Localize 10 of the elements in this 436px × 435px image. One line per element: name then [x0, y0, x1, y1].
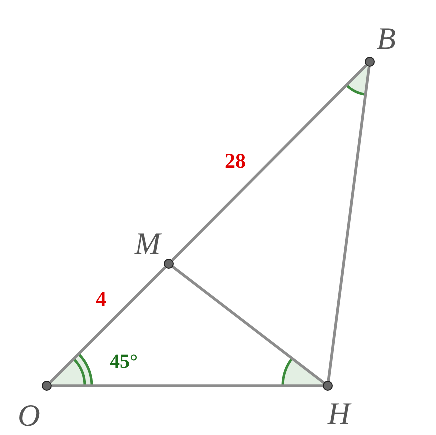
line-segment	[52, 384, 323, 388]
line-segment	[327, 66, 371, 382]
point-label: H	[328, 398, 350, 429]
angle-label: 45°	[110, 352, 138, 372]
point-label: O	[18, 400, 40, 431]
point-label: B	[377, 23, 396, 54]
line-segment	[172, 266, 325, 384]
line-segment	[172, 64, 368, 262]
point-label: M	[135, 228, 161, 259]
line-segment	[50, 266, 166, 384]
